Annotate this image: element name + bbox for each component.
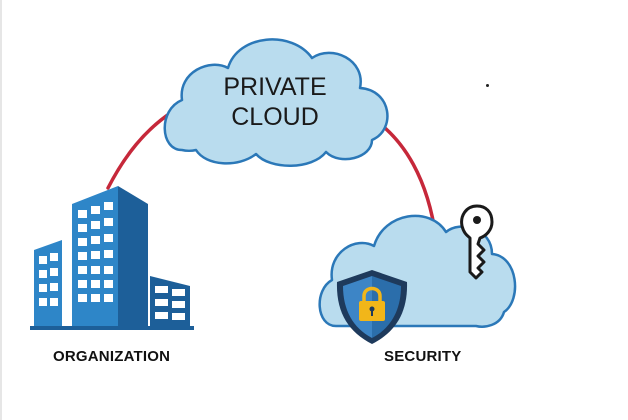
- stray-dot: [486, 84, 489, 87]
- left-border: [0, 0, 2, 420]
- organization-buildings-icon: [30, 186, 194, 330]
- key-icon: [460, 204, 494, 280]
- connector-left: [106, 110, 174, 190]
- private-cloud-line2: CLOUD: [231, 103, 319, 131]
- security-label: SECURITY: [384, 348, 462, 365]
- private-cloud-line1: PRIVATE: [223, 73, 327, 101]
- organization-label: ORGANIZATION: [53, 348, 171, 365]
- private-cloud-icon: [163, 38, 389, 167]
- shield-lock-icon: [336, 270, 408, 344]
- private-cloud-title: PRIVATE CLOUD: [200, 72, 350, 132]
